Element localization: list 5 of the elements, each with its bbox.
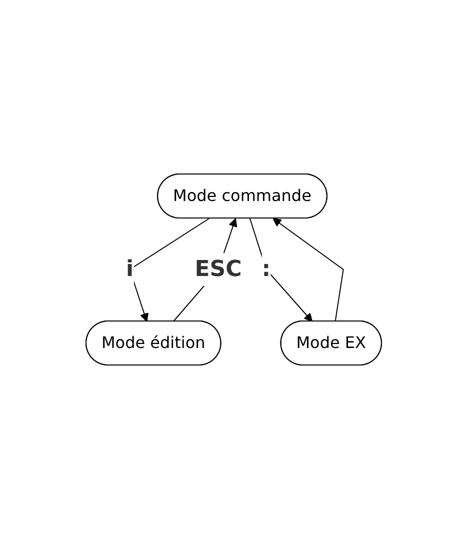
arrow [272,218,344,322]
edge-label: ESC [195,256,242,282]
edge-label: : [262,256,271,282]
edge-label: i [126,256,134,282]
arrow [250,218,313,322]
